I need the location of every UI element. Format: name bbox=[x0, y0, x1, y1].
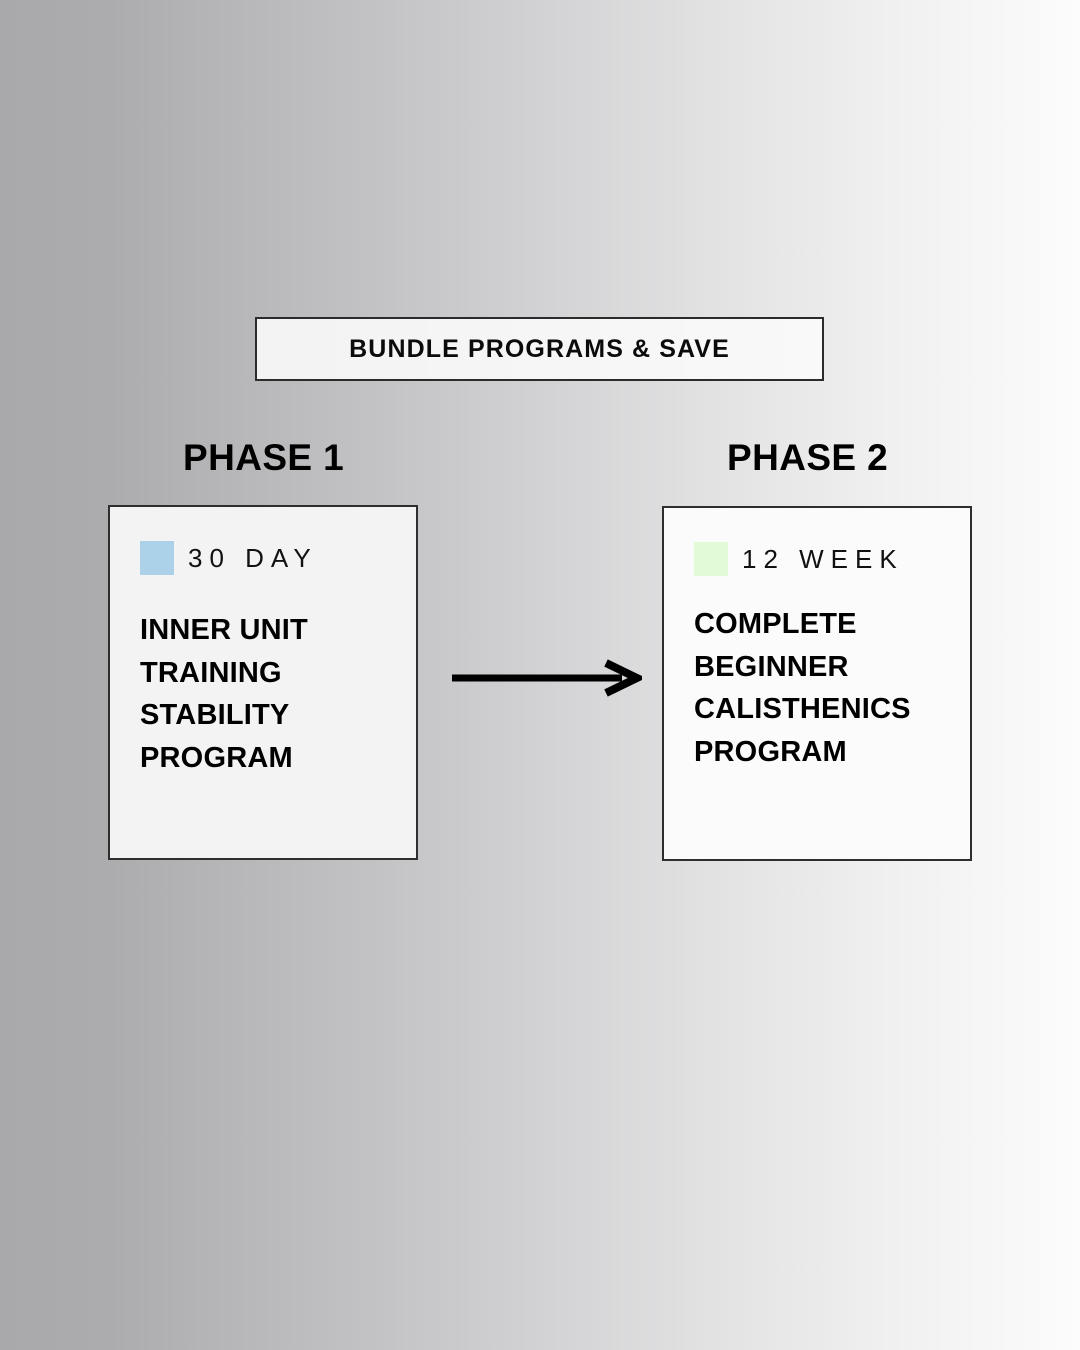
program-card-phase-2[interactable]: 12 WEEK COMPLETE BEGINNER CALISTHENICS P… bbox=[662, 506, 972, 861]
blue-swatch bbox=[140, 541, 174, 575]
program-duration-label: 12 WEEK bbox=[742, 543, 904, 574]
phase-2-label: PHASE 2 bbox=[727, 437, 889, 478]
program-duration-label: 30 DAY bbox=[188, 542, 318, 573]
bundle-banner-label: BUNDLE PROGRAMS & SAVE bbox=[349, 334, 730, 363]
phase-1-label: PHASE 1 bbox=[183, 437, 345, 478]
green-swatch bbox=[694, 542, 728, 576]
arrow-head bbox=[604, 659, 642, 697]
program-duration-badge: 12 WEEK bbox=[694, 542, 942, 576]
program-title: INNER UNIT TRAINING STABILITY PROGRAM bbox=[140, 614, 308, 774]
bundle-banner: BUNDLE PROGRAMS & SAVE bbox=[255, 317, 824, 381]
program-duration-badge: 30 DAY bbox=[140, 541, 388, 575]
arrow-right-icon bbox=[452, 659, 642, 697]
program-card-phase-1[interactable]: 30 DAY INNER UNIT TRAINING STABILITY PRO… bbox=[108, 505, 418, 860]
program-title: COMPLETE BEGINNER CALISTHENICS PROGRAM bbox=[694, 608, 911, 768]
